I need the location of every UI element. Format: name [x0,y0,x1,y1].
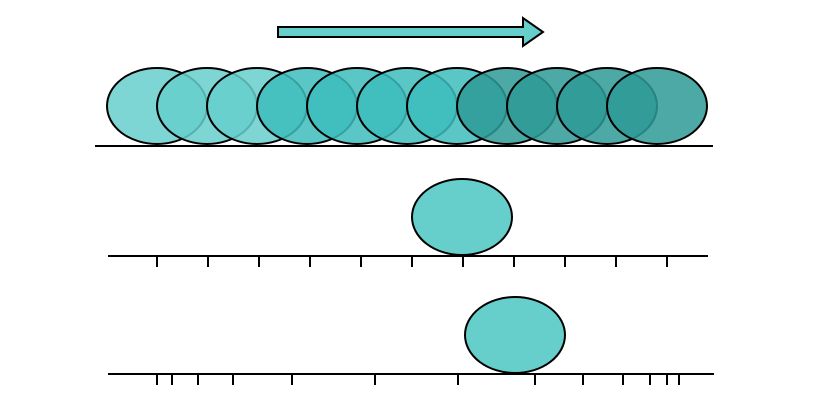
middle-tick-marks [156,256,668,267]
overlapping-circles [106,67,708,145]
direction-arrow [277,16,545,48]
direction-arrow-shape [277,16,545,48]
middle-ball [411,178,513,256]
bottom-panel [108,296,714,385]
middle-panel [108,178,708,267]
bottom-ball [464,296,566,374]
bottom-tick-marks [156,374,680,385]
motion-circle [606,67,708,145]
